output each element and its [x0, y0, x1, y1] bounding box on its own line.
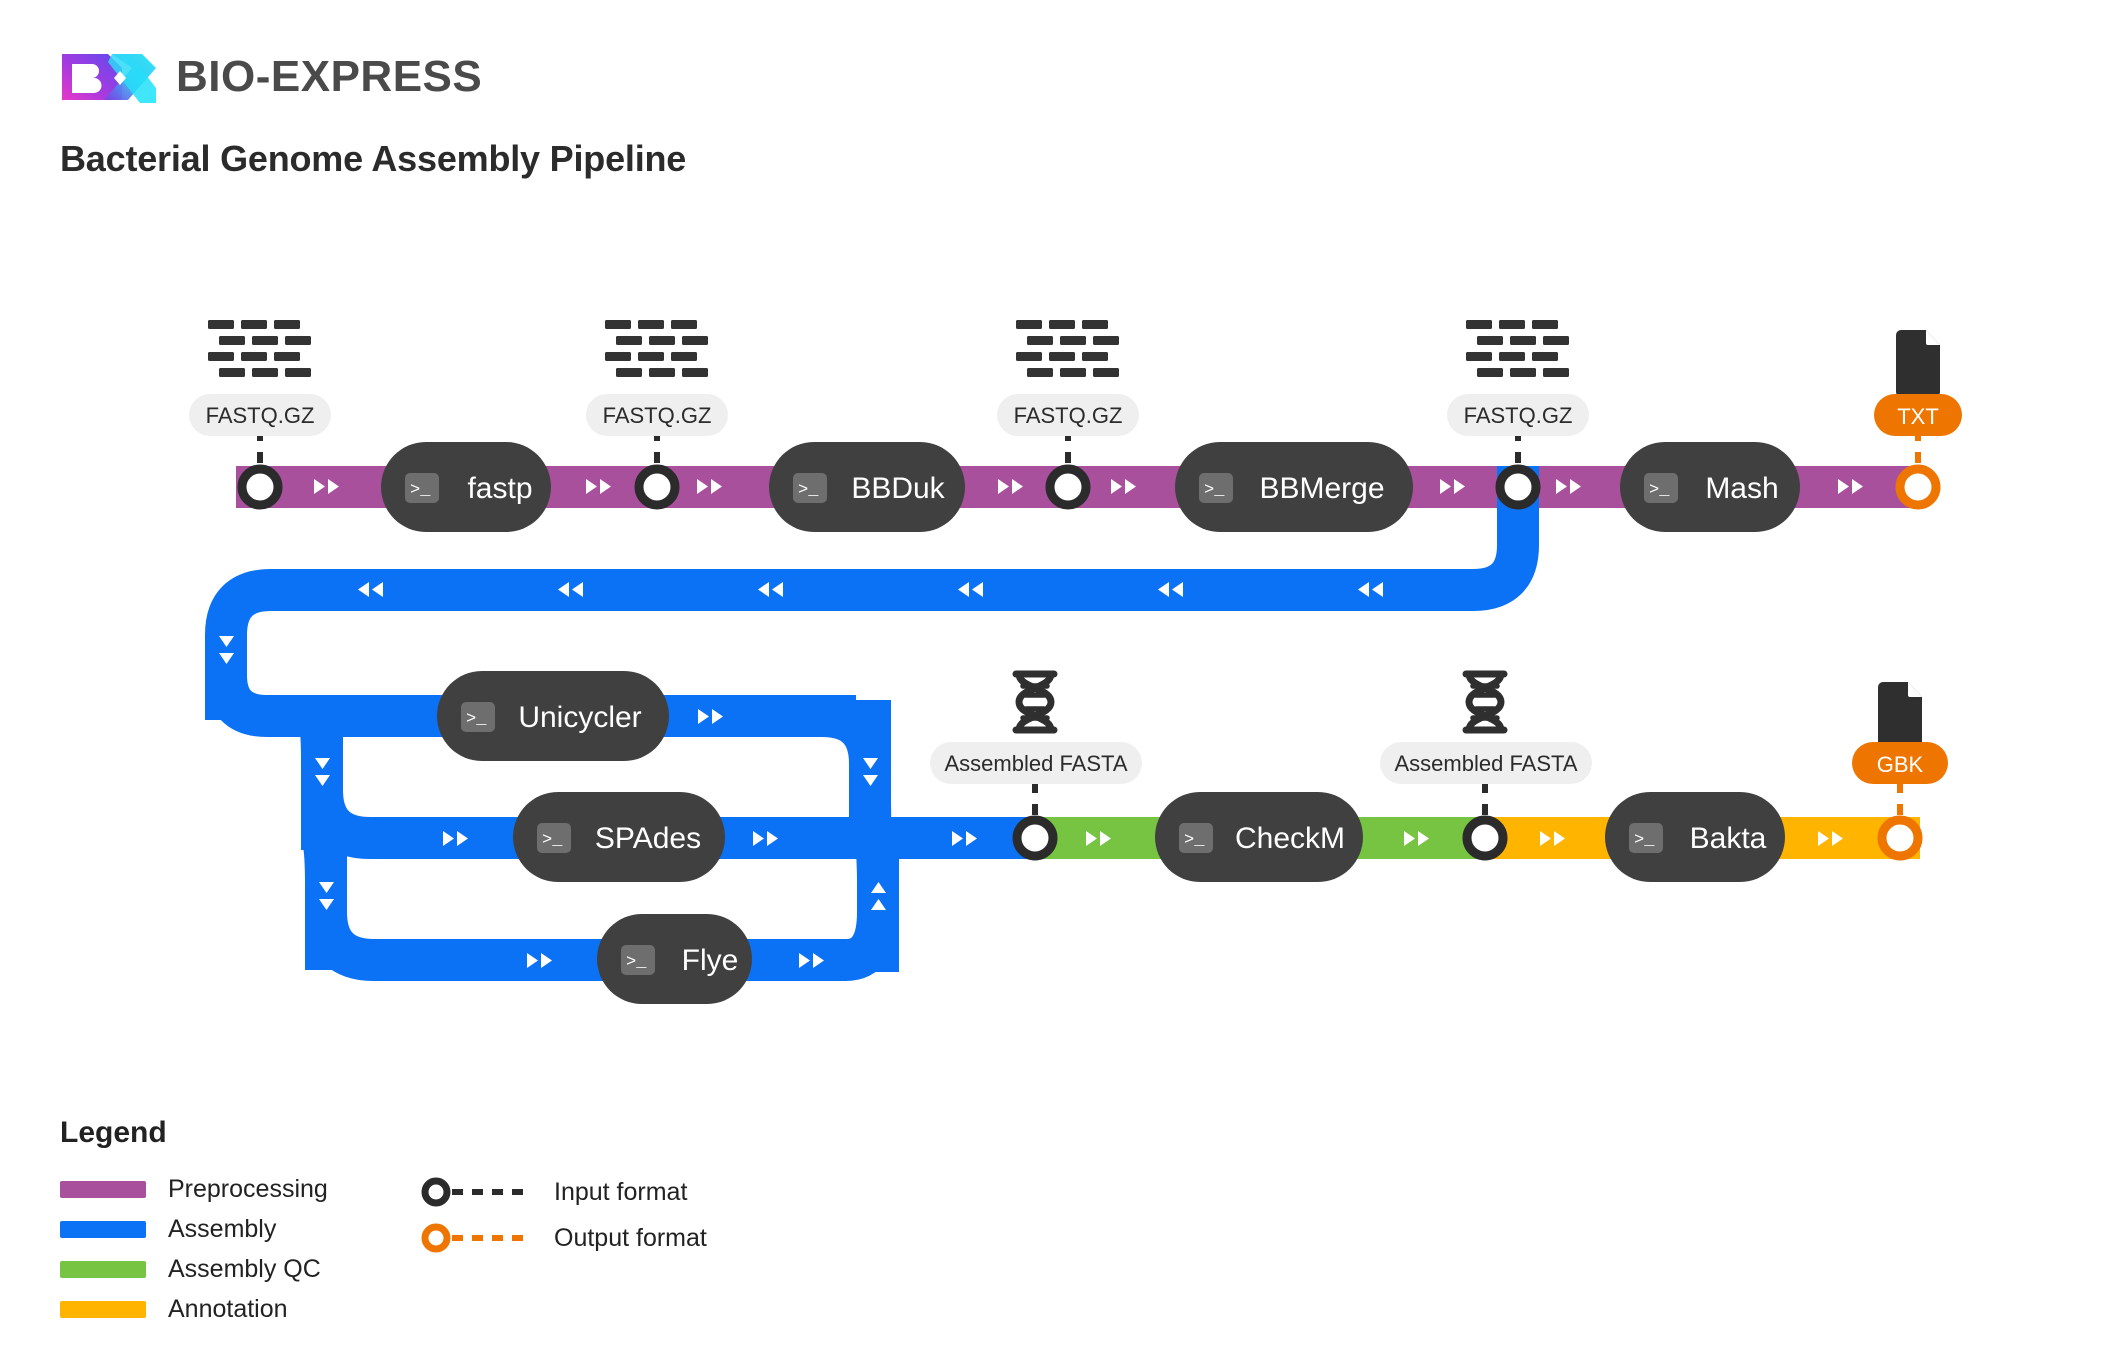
- svg-text:>_: >_: [798, 481, 819, 500]
- legend-item-assembly-qc: Assembly QC: [60, 1250, 360, 1288]
- legend-item-label: Annotation: [168, 1294, 288, 1323]
- format-chip-label: FASTQ.GZ: [206, 403, 315, 428]
- terminal-icon: [1629, 823, 1663, 853]
- svg-text:>_: >_: [626, 953, 647, 972]
- legend-item-label: Preprocessing: [168, 1174, 328, 1203]
- brand-name: BIO-EXPRESS: [176, 52, 483, 101]
- tool-node-label: BBMerge: [1259, 472, 1384, 505]
- tool-node-label: BBDuk: [851, 472, 945, 505]
- tool-node-label: Unicycler: [518, 701, 641, 734]
- legend-item-label: Assembly QC: [168, 1254, 321, 1283]
- page-title: Bacterial Genome Assembly Pipeline: [60, 138, 687, 179]
- tool-node-label: Mash: [1705, 472, 1778, 505]
- tool-node-bbmerge[interactable]: >_ BBMerge: [1175, 442, 1413, 532]
- format-chip-fastq-3[interactable]: FASTQ.GZ: [997, 394, 1139, 436]
- terminal-icon: [405, 473, 439, 503]
- output-marker-icon: [421, 1223, 530, 1253]
- input-marker-icon[interactable]: [1012, 815, 1058, 861]
- legend-categories: Preprocessing Assembly Assembly QC Annot…: [60, 1170, 360, 1330]
- tool-node-bbduk[interactable]: >_ BBDuk: [769, 442, 965, 532]
- terminal-icon: [621, 945, 655, 975]
- svg-text:>_: >_: [466, 710, 487, 729]
- sequence-reads-icon: [208, 320, 311, 377]
- legend: Legend Preprocessing Assembly Assembly Q…: [60, 1116, 707, 1330]
- legend-swatch: [60, 1180, 146, 1198]
- tool-node-fastp[interactable]: >_ fastp: [381, 442, 551, 532]
- legend-markers: Input format Output format: [420, 1170, 707, 1330]
- document-icon: [1878, 682, 1922, 749]
- tool-node-mash[interactable]: >_ Mash: [1620, 442, 1800, 532]
- tool-node-label: CheckM: [1235, 822, 1345, 855]
- dna-helix-icon: [1466, 674, 1504, 730]
- legend-item-output-format: Output format: [420, 1216, 707, 1260]
- legend-item-annotation: Annotation: [60, 1290, 360, 1328]
- format-chip-label: FASTQ.GZ: [1014, 403, 1123, 428]
- format-chip-assembled-fasta-1[interactable]: Assembled FASTA: [930, 742, 1142, 784]
- tool-node-bakta[interactable]: >_ Bakta: [1605, 792, 1785, 882]
- tool-node-label: Flye: [682, 944, 739, 977]
- sequence-reads-icon: [1016, 320, 1119, 377]
- tool-node-flye[interactable]: >_ Flye: [597, 914, 752, 1004]
- format-chip-label: FASTQ.GZ: [1464, 403, 1573, 428]
- tool-node-unicycler[interactable]: >_ Unicycler: [437, 671, 669, 761]
- tool-node-label: Bakta: [1690, 822, 1767, 855]
- legend-swatch: [60, 1260, 146, 1278]
- format-chip-label: Assembled FASTA: [945, 751, 1128, 776]
- format-chip-fastq-2[interactable]: FASTQ.GZ: [586, 394, 728, 436]
- format-chip-label: FASTQ.GZ: [603, 403, 712, 428]
- sequence-reads-icon: [605, 320, 708, 377]
- terminal-icon: [1644, 473, 1678, 503]
- legend-title: Legend: [60, 1116, 167, 1149]
- format-chip-fastq-4[interactable]: FASTQ.GZ: [1447, 394, 1589, 436]
- svg-text:>_: >_: [1184, 831, 1205, 850]
- document-icon: [1896, 330, 1940, 397]
- input-marker-icon[interactable]: [1495, 464, 1541, 510]
- tool-node-checkm[interactable]: >_ CheckM: [1155, 792, 1363, 882]
- input-markers-assembly-qc: [1012, 782, 1508, 861]
- output-marker-icon[interactable]: [1877, 815, 1923, 861]
- legend-swatch: [60, 1300, 146, 1318]
- terminal-icon: [1179, 823, 1213, 853]
- format-chip-gbk[interactable]: GBK: [1852, 742, 1948, 784]
- input-marker-icon[interactable]: [1462, 815, 1508, 861]
- input-markers-preprocessing: [237, 430, 1541, 510]
- input-marker-icon[interactable]: [634, 464, 680, 510]
- input-marker-icon[interactable]: [237, 464, 283, 510]
- svg-text:>_: >_: [1634, 831, 1655, 850]
- terminal-icon: [461, 702, 495, 732]
- format-chip-fastq-1[interactable]: FASTQ.GZ: [189, 394, 331, 436]
- legend-swatch: [60, 1220, 146, 1238]
- legend-item-label: Assembly: [168, 1214, 277, 1243]
- output-marker-icon[interactable]: [1895, 464, 1941, 510]
- tool-node-label: fastp: [467, 472, 532, 505]
- legend-item-input-format: Input format: [420, 1170, 707, 1214]
- terminal-icon: [793, 473, 827, 503]
- output-marker-gbk: [1877, 782, 1923, 861]
- svg-text:>_: >_: [542, 831, 563, 850]
- terminal-icon: [1199, 473, 1233, 503]
- sequence-reads-icon: [1466, 320, 1569, 377]
- svg-text:>_: >_: [1649, 481, 1670, 500]
- brand-header: BIO-EXPRESS: [60, 48, 482, 106]
- input-marker-icon[interactable]: [1045, 464, 1091, 510]
- format-chip-assembled-fasta-2[interactable]: Assembled FASTA: [1380, 742, 1592, 784]
- legend-item-label: Input format: [554, 1177, 688, 1206]
- format-chip-label: TXT: [1897, 404, 1939, 429]
- input-marker-icon: [421, 1177, 530, 1207]
- format-chip-txt[interactable]: TXT: [1874, 394, 1962, 436]
- legend-item-preprocessing: Preprocessing: [60, 1170, 360, 1208]
- bio-express-logo-icon: [62, 54, 156, 103]
- format-chip-label: GBK: [1877, 752, 1924, 777]
- dna-helix-icon: [1016, 674, 1054, 730]
- svg-text:>_: >_: [1204, 481, 1225, 500]
- output-marker-txt: [1895, 430, 1941, 510]
- format-chip-label: Assembled FASTA: [1395, 751, 1578, 776]
- tool-node-spades[interactable]: >_ SPAdes: [513, 792, 725, 882]
- legend-item-assembly: Assembly: [60, 1210, 360, 1248]
- tool-node-label: SPAdes: [595, 822, 701, 855]
- terminal-icon: [537, 823, 571, 853]
- legend-item-label: Output format: [554, 1223, 707, 1252]
- svg-text:>_: >_: [410, 481, 431, 500]
